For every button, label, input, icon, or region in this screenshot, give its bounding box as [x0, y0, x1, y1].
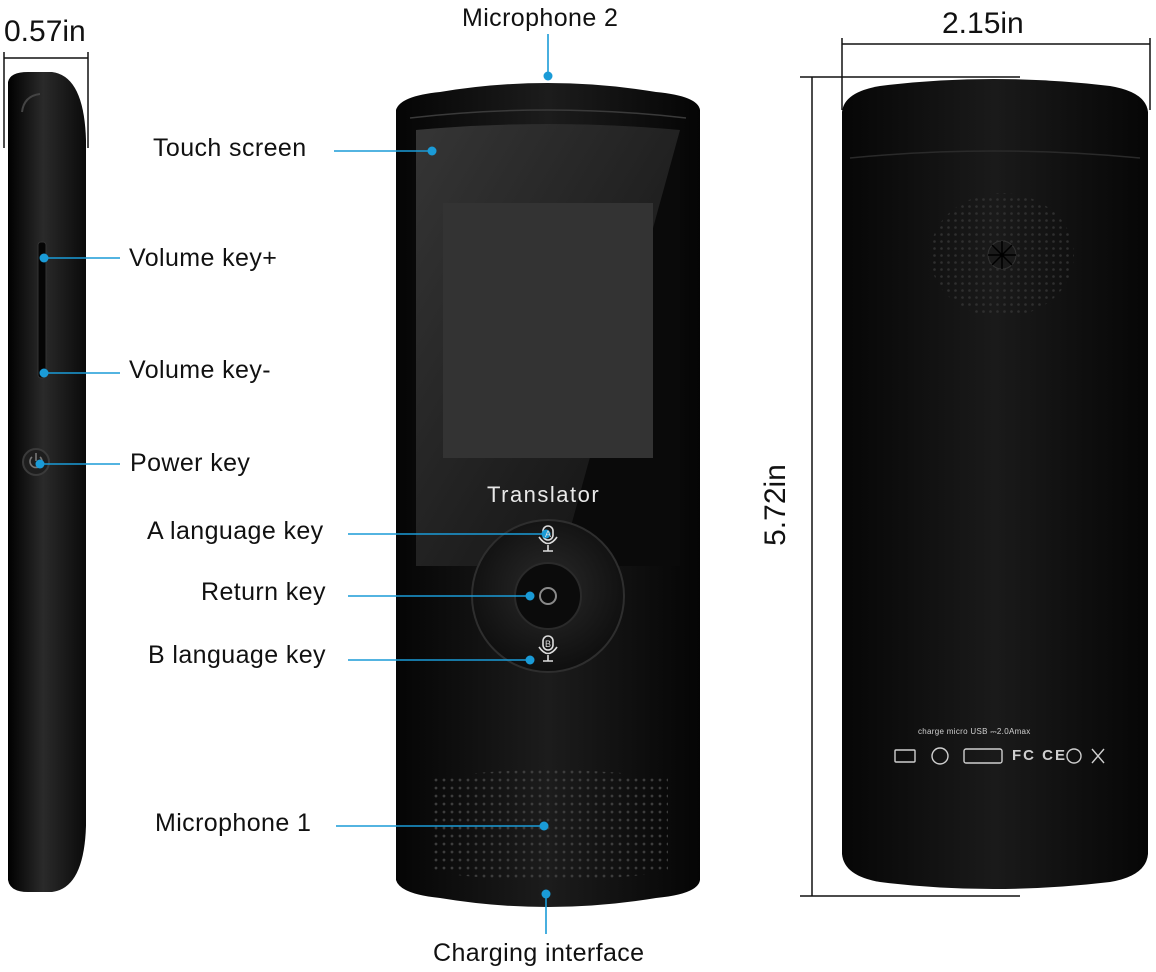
back-view — [842, 79, 1148, 889]
return-key-icon — [539, 587, 557, 605]
side-body — [8, 72, 86, 892]
label-b-language-key: B language key — [148, 641, 326, 669]
side-edge-highlight — [21, 93, 41, 113]
back-dimensions — [800, 38, 1151, 897]
back-charge-text: charge micro USB ⎓2.0Amax — [918, 727, 1031, 736]
front-view — [396, 83, 700, 907]
label-a-language-key: A language key — [147, 517, 324, 545]
side-view — [8, 72, 86, 892]
back-body — [842, 79, 1148, 889]
device-brand-text: Translator — [487, 482, 601, 507]
label-volume-down: Volume key- — [129, 356, 271, 384]
dimension-width: 2.15in — [942, 7, 1024, 40]
microphone-1-grill — [432, 770, 668, 880]
key-a-letter: A — [544, 529, 551, 539]
back-top-edge — [849, 150, 1141, 159]
label-return-key: Return key — [201, 578, 326, 606]
dimension-thickness: 0.57in — [4, 15, 86, 48]
certification-marks — [894, 747, 1105, 765]
label-charging-interface: Charging interface — [433, 939, 645, 967]
key-b-letter: B — [544, 639, 551, 649]
screen-sheen — [443, 203, 653, 458]
volume-up-key — [37, 241, 47, 379]
b-language-key-icon — [538, 635, 558, 662]
label-volume-up: Volume key+ — [129, 244, 278, 272]
back-cert-text: FC CE — [1012, 747, 1067, 764]
front-bezel-top — [409, 109, 687, 119]
label-power-key: Power key — [130, 449, 251, 477]
label-microphone-2: Microphone 2 — [462, 4, 619, 32]
dimension-height: 5.72in — [758, 464, 792, 546]
label-microphone-1: Microphone 1 — [155, 809, 312, 837]
callout-lines — [35, 34, 553, 934]
thickness-dimension — [3, 52, 89, 148]
label-touch-screen: Touch screen — [153, 134, 307, 162]
